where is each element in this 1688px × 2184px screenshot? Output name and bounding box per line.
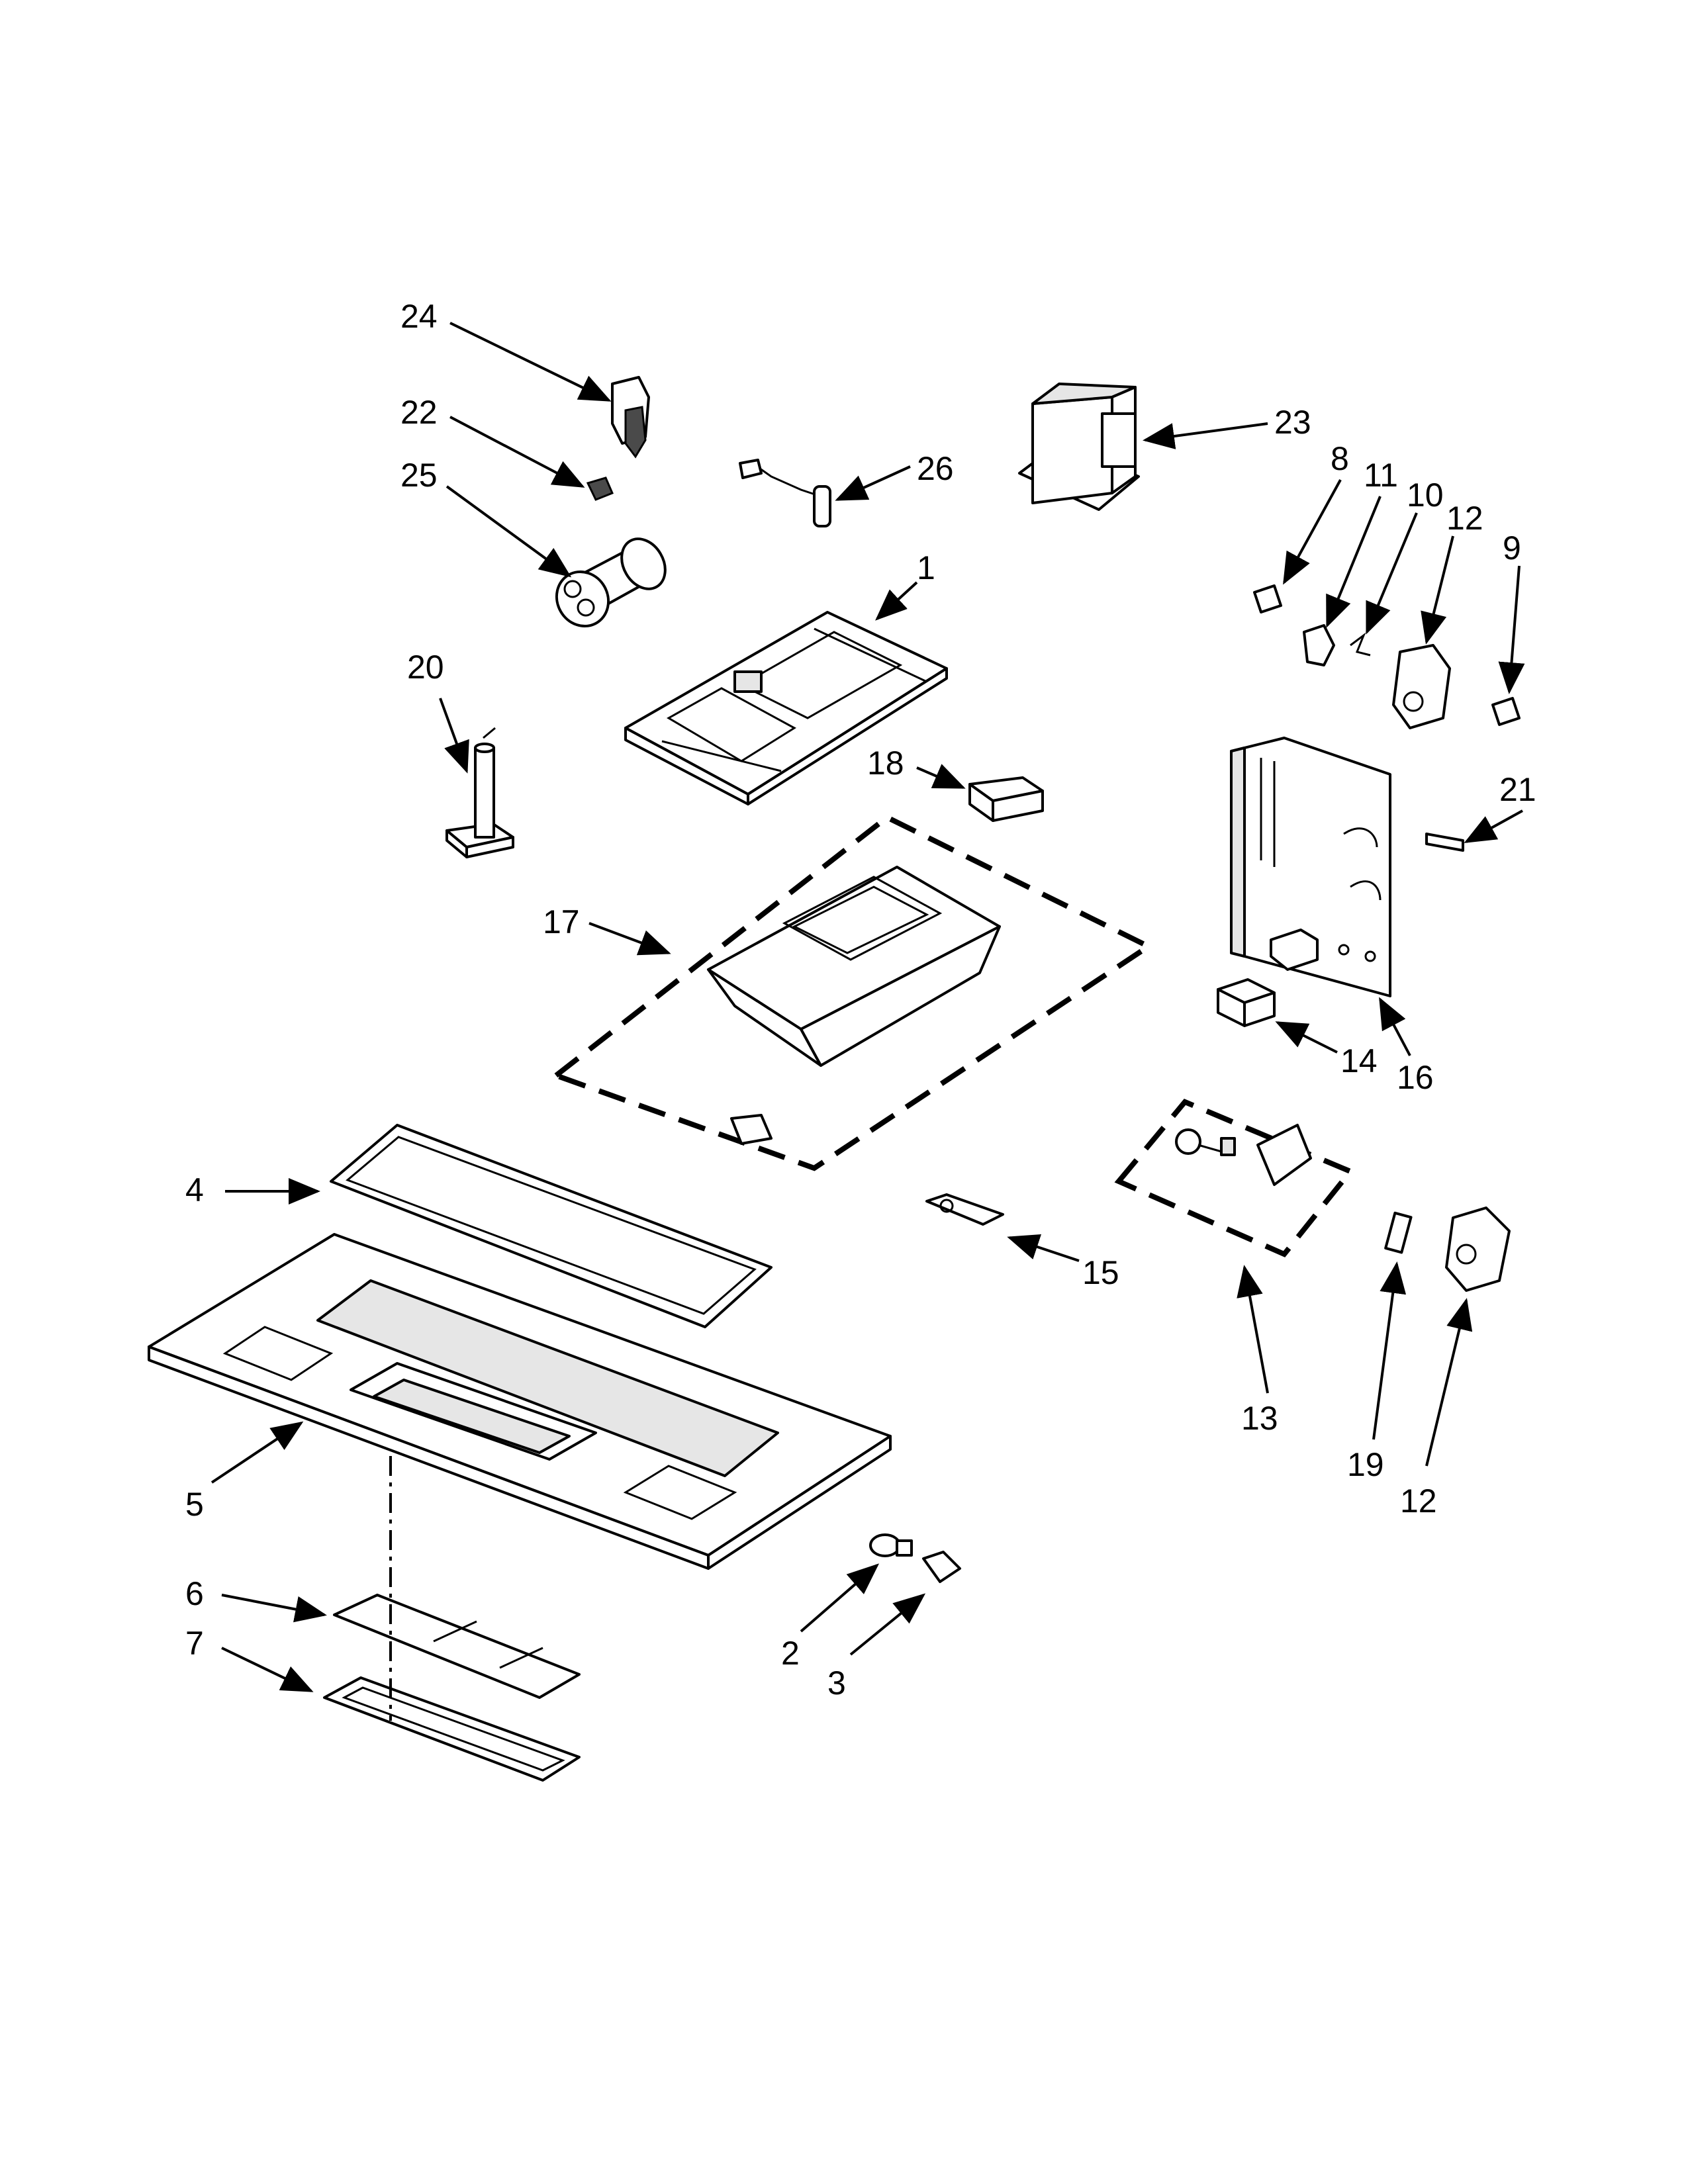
part-12-switch-upper bbox=[1392, 644, 1451, 729]
part-19-sensor bbox=[1384, 1211, 1413, 1254]
callout-4: 4 bbox=[185, 1171, 204, 1208]
part-14-block bbox=[1217, 978, 1276, 1027]
callout-17: 17 bbox=[543, 903, 580, 940]
leader-lines bbox=[211, 322, 1525, 1692]
callout-5: 5 bbox=[185, 1486, 204, 1523]
part-26-harness bbox=[739, 459, 831, 527]
callout-8: 8 bbox=[1331, 440, 1349, 477]
callout-10: 10 bbox=[1407, 477, 1444, 514]
part-2-bulb bbox=[869, 1533, 913, 1557]
part-4-filter bbox=[330, 1124, 773, 1328]
callout-1: 1 bbox=[917, 549, 935, 586]
part-3-socket bbox=[922, 1551, 961, 1583]
part-13-latch-group bbox=[1114, 1099, 1355, 1257]
part-24-bracket bbox=[611, 376, 650, 459]
callout-18: 18 bbox=[867, 745, 904, 782]
part-25-capacitor bbox=[555, 537, 667, 628]
part-17-duct-group bbox=[550, 814, 1154, 1171]
callout-15: 15 bbox=[1082, 1254, 1119, 1291]
part-9-switch bbox=[1491, 697, 1521, 726]
callout-26: 26 bbox=[917, 450, 954, 487]
part-6-lens bbox=[333, 1594, 581, 1699]
callout-3: 3 bbox=[827, 1664, 846, 1702]
part-11-lever bbox=[1303, 624, 1335, 666]
part-21-pin bbox=[1425, 833, 1464, 852]
callout-16: 16 bbox=[1397, 1059, 1434, 1096]
callout-19: 19 bbox=[1347, 1446, 1384, 1483]
part-15-plate bbox=[925, 1193, 1004, 1226]
callout-9: 9 bbox=[1503, 529, 1521, 567]
part-22-clip bbox=[586, 477, 614, 501]
callout-24: 24 bbox=[400, 298, 438, 335]
callout-12-lower: 12 bbox=[1400, 1482, 1437, 1520]
part-23-transformer bbox=[1018, 383, 1140, 511]
callout-6: 6 bbox=[185, 1575, 204, 1612]
callout-2: 2 bbox=[781, 1635, 800, 1672]
callout-23: 23 bbox=[1274, 404, 1311, 441]
part-16-bracket bbox=[1230, 737, 1391, 997]
callout-labels: 24 22 25 26 23 1 8 11 10 12 9 20 18 21 1… bbox=[185, 298, 1536, 1702]
part-5-bottom-plate bbox=[148, 1233, 892, 1570]
part-12-switch-lower bbox=[1445, 1206, 1511, 1292]
part-7-cover bbox=[323, 1676, 581, 1782]
callout-7: 7 bbox=[185, 1625, 204, 1662]
callout-22: 22 bbox=[400, 394, 438, 431]
part-10-spring bbox=[1350, 632, 1371, 657]
callout-21: 21 bbox=[1499, 771, 1536, 808]
part-1-plate bbox=[624, 611, 948, 805]
part-8-switch bbox=[1253, 584, 1282, 614]
part-18-box bbox=[968, 776, 1044, 822]
callout-11: 11 bbox=[1364, 457, 1398, 494]
callout-12-upper: 12 bbox=[1446, 500, 1483, 537]
callout-13: 13 bbox=[1241, 1400, 1278, 1437]
callout-25: 25 bbox=[400, 457, 438, 494]
callout-20: 20 bbox=[407, 649, 444, 686]
callout-14: 14 bbox=[1340, 1042, 1378, 1079]
part-20-shaft bbox=[445, 727, 514, 858]
